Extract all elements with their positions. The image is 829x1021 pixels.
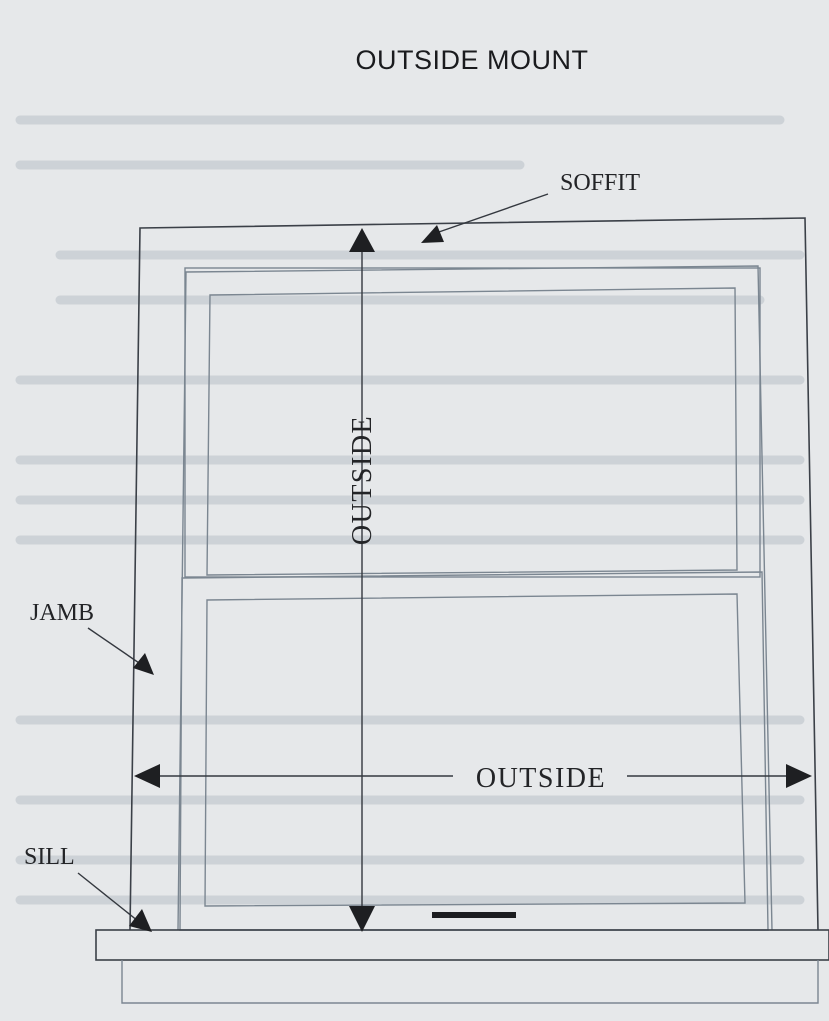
vertical-dimension-arrow xyxy=(349,228,375,932)
soffit-pointer xyxy=(421,193,549,243)
lower-sash xyxy=(179,571,769,931)
sash-handle xyxy=(432,912,516,918)
window-casing xyxy=(129,217,819,931)
sill-arrow-icon xyxy=(129,909,152,932)
upper-sash xyxy=(184,267,761,578)
soffit-label: SOFFIT xyxy=(560,170,640,196)
background-show-through xyxy=(15,115,805,905)
arrow-right-icon xyxy=(786,764,812,788)
diagram-title: OUTSIDE MOUNT xyxy=(356,45,589,75)
sill-pointer xyxy=(77,872,152,932)
vertical-measure-label: OUTSIDE xyxy=(347,415,378,545)
arrow-up-icon xyxy=(349,228,375,252)
soffit-arrow-icon xyxy=(421,225,444,243)
sill-label: SILL xyxy=(24,844,75,870)
jamb-arrow-icon xyxy=(133,653,154,675)
window-frame xyxy=(177,265,773,931)
jamb-label: JAMB xyxy=(30,600,94,626)
window-sill xyxy=(95,929,829,1004)
arrow-left-icon xyxy=(134,764,160,788)
horizontal-dimension-arrow xyxy=(134,764,812,788)
arrow-down-icon xyxy=(349,906,375,932)
horizontal-measure-label: OUTSIDE xyxy=(476,763,606,794)
jamb-pointer xyxy=(87,627,154,675)
